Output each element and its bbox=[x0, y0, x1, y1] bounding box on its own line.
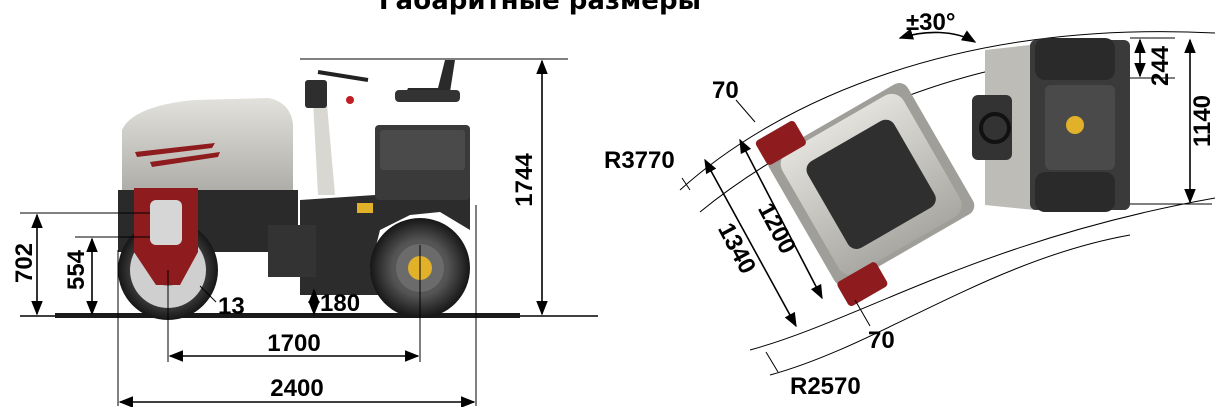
roller-side-illustration bbox=[118, 60, 470, 320]
dim-inner-radius: R2570 bbox=[790, 373, 861, 400]
ground-shadow bbox=[55, 313, 520, 318]
dim-ground-clearance: 180 bbox=[320, 290, 360, 317]
dim-drum-offset: 13 bbox=[218, 293, 245, 320]
dim-wheelbase: 1700 bbox=[267, 330, 320, 357]
drawing-title: Габаритные размеры bbox=[378, 0, 702, 16]
dim-total-height: 1744 bbox=[511, 153, 538, 207]
dim-outer-radius: R3770 bbox=[604, 147, 675, 174]
dim-total-length: 2400 bbox=[270, 375, 323, 402]
side-view: 1744 702 554 13 180 1700 2400 bbox=[11, 58, 598, 408]
dim-axle-height: 702 bbox=[11, 243, 38, 283]
roller-top-illustration bbox=[755, 38, 1130, 307]
dim-steer-angle: ±30° bbox=[906, 9, 955, 36]
dim-overhang-top: 70 bbox=[712, 77, 739, 104]
inner-arc-bottom bbox=[749, 197, 1215, 351]
outer-arc-top bbox=[679, 31, 1215, 191]
top-view: ±30° 70 R3770 1200 1340 70 R2570 244 bbox=[604, 9, 1215, 400]
dim-side-offset: 244 bbox=[1147, 45, 1174, 86]
dim-rear-width: 1140 bbox=[1189, 95, 1215, 147]
dim-drum-height: 554 bbox=[63, 249, 90, 290]
dim-overhang-bottom: 70 bbox=[868, 327, 895, 354]
